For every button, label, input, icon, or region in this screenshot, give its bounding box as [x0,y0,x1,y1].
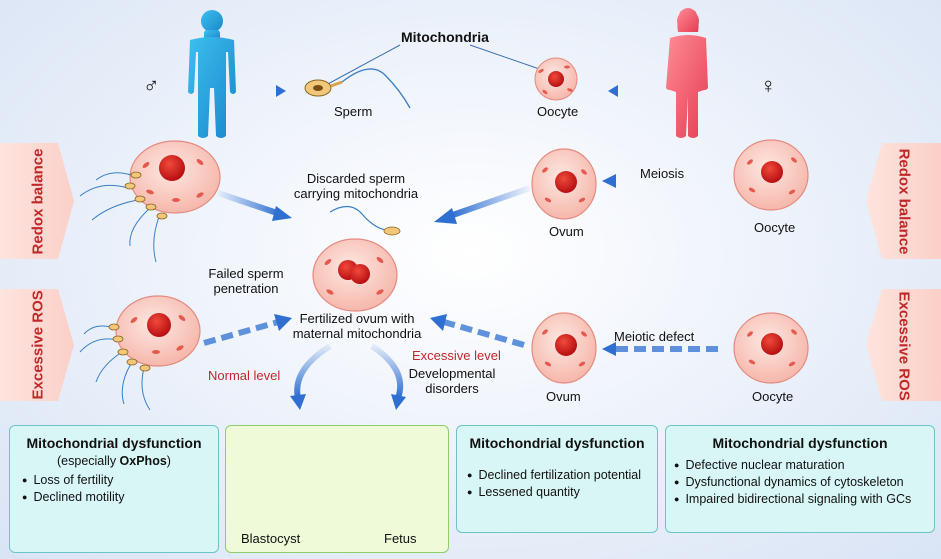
dev-line-1: Developmental [408,366,496,381]
list-item: Dysfunctional dynamics of cytoskeleton [674,474,934,491]
oocyte-top-cell [534,57,578,101]
arrow-meiotic-defect [602,342,718,356]
arrow-ovum-to-discarded [434,185,531,224]
arrow-excessive-level [370,343,406,410]
oocyte-box-title: Mitochondrial dysfunction [712,435,888,451]
developmental-disorders-label: Developmental disorders [400,366,504,396]
sperm-top-icon [304,68,411,109]
embryo-development-box: Blastocyst Fetus [225,425,449,553]
oocyte-dysfunction-box: Mitochondrial dysfunction Defective nucl… [665,425,935,533]
meiosis-label: Meiosis [640,166,685,181]
female-symbol: ♀ [760,73,777,98]
sperm-heads-redox [124,171,168,220]
sub-suffix: ) [166,454,171,468]
sub-prefix: (especially [57,454,120,468]
sub-bold: OxPhos [119,454,167,468]
failed-line-2: penetration [213,281,279,296]
ovum-low-label: Ovum [546,389,581,404]
list-item: Declined fertilization potential [467,467,657,484]
normal-level-label: Normal level [208,368,281,383]
arrow-cell-to-discarded [217,190,292,221]
excessive-ros-left: Excessive ROS [29,290,47,400]
list-item: Loss of fertility [22,472,218,489]
excessive-level-label: Excessive level [412,348,501,363]
fertilizing-cell-redox [129,140,221,214]
sperm-heads-ros [108,323,151,372]
discarded-sperm-label: Discarded sperm carrying mitochondria [286,171,426,201]
arrow-failed-penetration [203,314,292,346]
redox-balance-right: Redox balance [895,148,913,255]
arrow-meiosis [602,174,716,188]
arrow-ovum-to-fertilized [430,314,525,348]
fertilization-dysfunction-box: Mitochondrial dysfunction Declined ferti… [456,425,658,533]
ros-tab-right [866,289,941,401]
ros-tab-left [0,289,74,401]
failed-line-1: Failed sperm [208,266,284,281]
ovum-low-cell [531,312,597,384]
arrow-normal-level [290,343,332,410]
ovum-mid-cell [531,148,597,220]
sperm-box-title: Mitochondrial dysfunction [26,435,202,451]
fertilizing-cell-ros [115,295,201,367]
oocyte-mid-cell [733,139,809,211]
ovum-mid-label: Ovum [549,224,584,239]
female-figure-icon [666,8,708,138]
redox-balance-left: Redox balance [29,148,47,255]
fert-box-title: Mitochondrial dysfunction [469,435,645,451]
dev-line-2: disorders [425,381,479,396]
list-item: Defective nuclear maturation [674,457,934,474]
oocyte-top-label: Oocyte [537,104,579,119]
male-figure-icon [188,10,236,138]
fertilized-line-2: maternal mitochondria [292,326,422,341]
oocyte-mid-label: Oocyte [754,220,796,235]
fert-box-list: Declined fertilization potential Lessene… [467,467,657,501]
blastocyst-label: Blastocyst [241,531,301,546]
failed-penetration-label: Failed sperm penetration [196,266,296,296]
redox-tab-left [0,143,74,259]
list-item: Impaired bidirectional signaling with GC… [674,491,934,508]
discarded-line-2: carrying mitochondria [293,186,419,201]
discarded-sperm-icon [329,205,401,236]
oocyte-low-cell [733,312,809,384]
meiotic-defect-label: Meiotic defect [614,329,695,344]
fertilized-ovum-cell [312,238,398,312]
mitochondria-label: Mitochondria [401,29,489,45]
female-to-oocyte-arrow [608,85,632,97]
mitochondria-callout-lines [325,44,549,86]
list-item: Declined motility [22,489,218,506]
redox-tab-right [866,143,941,259]
fertilized-ovum-label: Fertilized ovum with maternal mitochondr… [282,311,432,341]
sperm-label: Sperm [334,104,373,119]
male-to-sperm-arrow [262,85,286,97]
discarded-line-1: Discarded sperm [306,171,406,186]
excessive-ros-right: Excessive ROS [895,291,913,401]
sperm-dysfunction-box: Mitochondrial dysfunction (especially Ox… [9,425,219,553]
fetus-label: Fetus [384,531,417,546]
sperm-box-list: Loss of fertility Declined motility [22,472,218,506]
male-symbol: ♂ [143,73,160,98]
list-item: Lessened quantity [467,484,657,501]
sperm-box-subtitle: (especially OxPhos) [10,454,218,468]
oocyte-low-label: Oocyte [752,389,794,404]
fertilized-line-1: Fertilized ovum with [299,311,415,326]
oocyte-box-list: Defective nuclear maturation Dysfunction… [674,457,934,508]
